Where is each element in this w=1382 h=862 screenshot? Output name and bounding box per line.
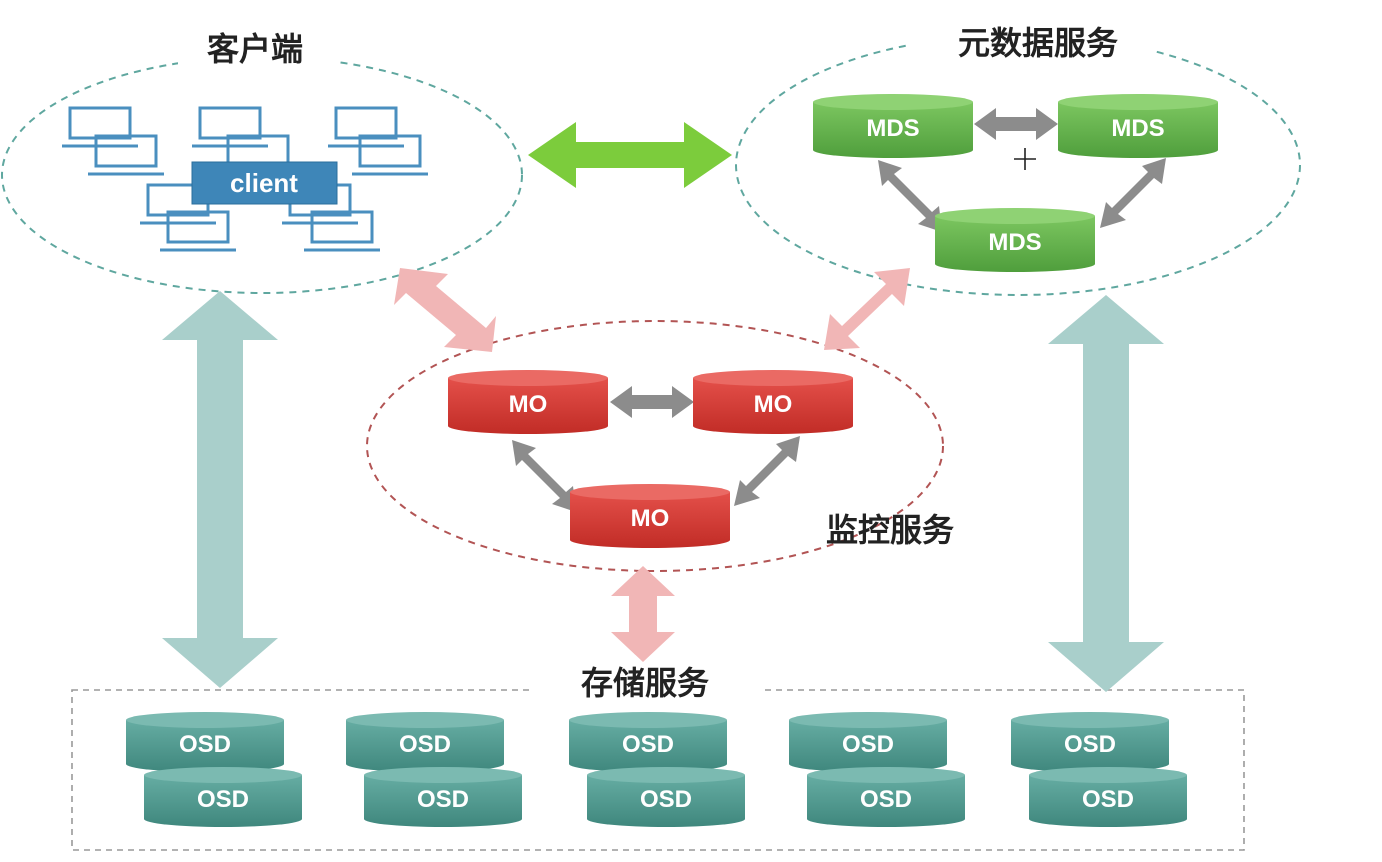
osd-node: OSD — [587, 767, 745, 827]
osd-node-label: OSD — [640, 786, 692, 813]
mo-node: MO — [570, 484, 730, 548]
client-monitor-arrow — [394, 268, 496, 352]
laptop-icon — [192, 106, 268, 148]
client-group-boundary — [1, 56, 523, 294]
osd-node: OSD — [569, 712, 727, 772]
osd-node: OSD — [1011, 712, 1169, 772]
laptop-icon — [328, 106, 404, 148]
monitor-group-boundary — [366, 320, 944, 572]
mo-node-label: MO — [509, 391, 548, 418]
osd-node: OSD — [807, 767, 965, 827]
osd-node-label: OSD — [1064, 731, 1116, 758]
monitor-storage-arrow — [611, 566, 675, 662]
osd-node: OSD — [126, 712, 284, 772]
osd-node-label: OSD — [622, 731, 674, 758]
monitor-group-title: 监控服务 — [826, 511, 954, 549]
mo-node-label: MO — [631, 505, 670, 532]
mds-node-label: MDS — [1111, 115, 1164, 142]
mo-link-arrow — [734, 436, 800, 506]
client-group-title: 客户端 — [207, 30, 303, 68]
osd-node-label: OSD — [1082, 786, 1134, 813]
client-label: client — [230, 168, 298, 198]
osd-node: OSD — [364, 767, 522, 827]
mds-node-label: MDS — [866, 115, 919, 142]
laptop-icon — [88, 134, 164, 176]
storage-group-title: 存储服务 — [581, 664, 709, 702]
mo-node: MO — [448, 370, 608, 434]
osd-node-label: OSD — [179, 731, 231, 758]
mds-node-label: MDS — [988, 229, 1041, 256]
client-metadata-arrow — [528, 122, 732, 188]
osd-node-label: OSD — [399, 731, 451, 758]
mo-link-arrow — [512, 440, 576, 512]
osd-node-label: OSD — [842, 731, 894, 758]
metadata-monitor-arrow — [824, 268, 910, 350]
mds-node: MDS — [1058, 94, 1218, 158]
mo-link-arrow — [610, 386, 694, 418]
metadata-storage-arrow — [1048, 295, 1164, 692]
mds-link-arrow — [1100, 158, 1166, 228]
mds-node: MDS — [935, 208, 1095, 272]
mds-node: MDS — [813, 94, 973, 158]
laptop-icon — [160, 210, 236, 252]
laptop-icon — [62, 106, 138, 148]
mds-link-arrow — [974, 108, 1058, 140]
mds-link-arrow — [878, 160, 942, 232]
client-storage-arrow — [162, 291, 278, 688]
osd-node: OSD — [144, 767, 302, 827]
client-label-box — [191, 161, 338, 205]
osd-node-label: OSD — [417, 786, 469, 813]
osd-node-label: OSD — [197, 786, 249, 813]
laptop-icon — [352, 134, 428, 176]
osd-node-label: OSD — [860, 786, 912, 813]
osd-node: OSD — [1029, 767, 1187, 827]
metadata-group-title: 元数据服务 — [958, 24, 1118, 62]
osd-node: OSD — [346, 712, 504, 772]
osd-node: OSD — [789, 712, 947, 772]
mo-node: MO — [693, 370, 853, 434]
mo-node-label: MO — [754, 391, 793, 418]
cursor-crosshair-icon — [1014, 148, 1036, 170]
laptop-icon — [304, 210, 380, 252]
